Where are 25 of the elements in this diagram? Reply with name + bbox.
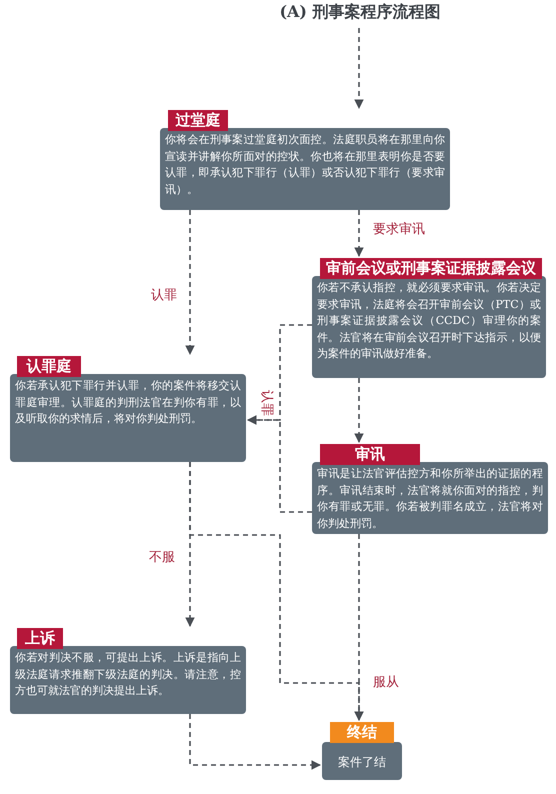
description-panel: 案件了结 [322, 742, 402, 780]
title: (A) 刑事案程序流程图 [278, 2, 442, 23]
arrow [185, 210, 195, 355]
edge-label: 不服 [148, 550, 176, 566]
description-panel: 你若对判决不服，可提出上诉。上诉是指向上级法庭请求推翻下级法庭的判决。请注意，控方也可就法官的判决提出上诉。 [10, 646, 246, 714]
heading-label: 过堂庭 [168, 110, 228, 131]
heading-label: 认罪庭 [17, 356, 81, 377]
heading-label: 终结 [330, 722, 394, 743]
edge-label: 认罪 [258, 389, 274, 417]
edge-label: 服从 [372, 675, 400, 691]
description-panel: 审讯是让法官评估控方和你所举出的证据的程序。审讯结束时，法官将就你面对的指控，判你有罪或无罪。你若被判罪名成立，法官将对你判处刑罚。 [312, 462, 548, 534]
heading-label: 上诉 [17, 628, 63, 649]
arrow [354, 28, 364, 109]
arrow [247, 415, 312, 513]
heading-label: 审讯 [320, 444, 420, 465]
description-panel: 你将会在刑事案过堂庭初次面控。法庭职员将在那里向你宣读并讲解你所面对的控状。你也将在那里表明你是否要认罪，即承认犯下罪行（认罪）或否认犯下罪行（要求审讯）。 [160, 128, 450, 210]
edge-label: 要求审讯 [372, 222, 426, 238]
description-panel: 你若承认犯下罪行并认罪，你的案件将移交认罪庭审理。认罪庭的判刑法官在判你有罪，以及听取你的求情后，将对你判处刑罚。 [10, 374, 246, 462]
description-panel: 你若不承认指控，就必须要求审讯。你若决定要求审讯，法庭将会召开审前会议（PTC）或刑事案证据披露会议（CCDC）审理你的案件。法官将在审前会议召开时下达指示，以便为案件的审讯做好准备。 [312, 276, 546, 378]
arrow [354, 534, 364, 721]
arrow [354, 210, 364, 257]
heading-label: 审前会议或刑事案证据披露会议 [320, 258, 542, 279]
arrow [189, 714, 321, 770]
edge-label: 认罪 [150, 288, 178, 304]
arrow [354, 378, 364, 443]
